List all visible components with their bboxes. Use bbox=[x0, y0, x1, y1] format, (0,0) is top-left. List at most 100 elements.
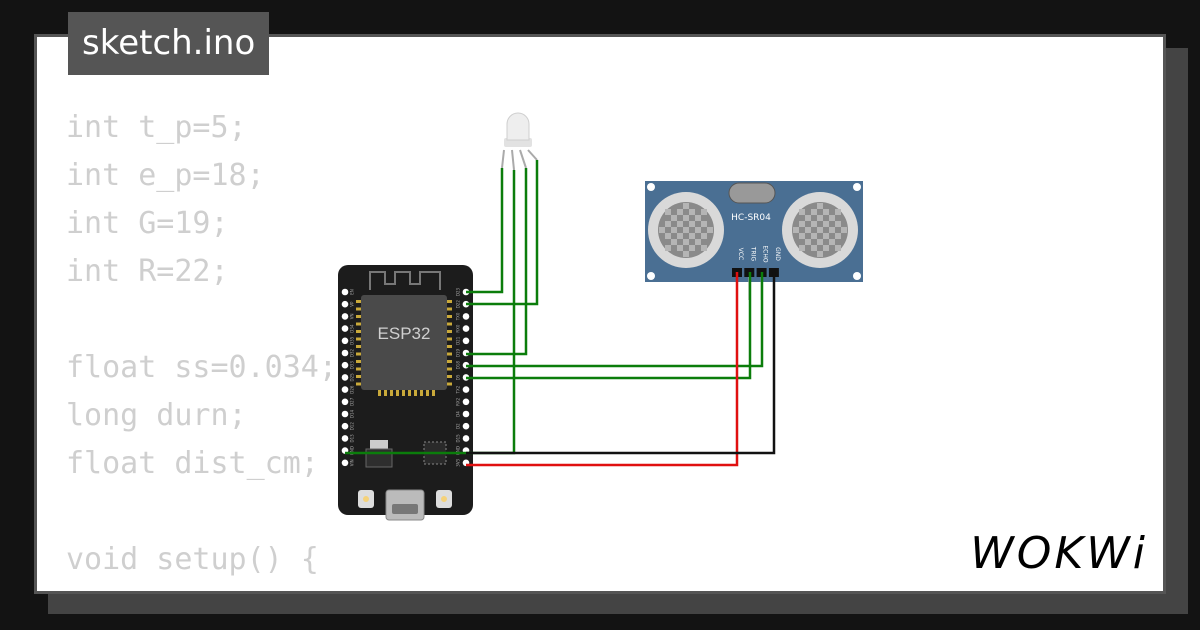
module-pin bbox=[384, 390, 387, 396]
mesh-cell bbox=[811, 245, 817, 251]
mesh-cell bbox=[701, 209, 707, 215]
pin-label: D34 bbox=[350, 324, 355, 333]
header-hole[interactable] bbox=[462, 410, 470, 418]
header-hole[interactable] bbox=[462, 422, 470, 430]
pin-label: D2 bbox=[456, 423, 461, 429]
code-line: void setup() { bbox=[66, 542, 319, 577]
pin-label: D25 bbox=[350, 373, 355, 382]
pin-label: D14 bbox=[350, 409, 355, 418]
module-pin bbox=[356, 300, 361, 303]
header-hole[interactable] bbox=[341, 422, 349, 430]
code-line: Serial.begin(115200); bbox=[66, 584, 481, 594]
pin-label: D18 bbox=[456, 361, 461, 370]
header-left bbox=[341, 288, 349, 467]
sensor-label: HC-SR04 bbox=[731, 213, 771, 223]
mesh-cell bbox=[799, 245, 805, 251]
mount-hole bbox=[647, 272, 655, 280]
module-pin bbox=[447, 337, 452, 341]
mesh-cell bbox=[671, 227, 677, 233]
wire-gnd bbox=[466, 272, 776, 455]
module-pin bbox=[426, 390, 429, 396]
header-hole[interactable] bbox=[341, 300, 349, 308]
header-hole[interactable] bbox=[341, 435, 349, 442]
pin-label: D26 bbox=[350, 385, 355, 394]
mesh-cell bbox=[677, 233, 683, 239]
pin-label: D21 bbox=[456, 336, 461, 345]
header-hole[interactable] bbox=[341, 337, 349, 345]
pin-label: GND bbox=[350, 446, 355, 455]
sensor-pin-label: ECHO bbox=[762, 245, 769, 262]
pin-label: TX0 bbox=[456, 312, 461, 321]
code-viewport: int t_p=5;int e_p=18;int G=19;int R=22;f… bbox=[34, 34, 1166, 594]
mesh-cell bbox=[835, 233, 841, 239]
code-preview: int t_p=5;int e_p=18;int G=19;int R=22;f… bbox=[66, 104, 481, 594]
mesh-cell bbox=[823, 233, 829, 239]
mesh-cell bbox=[671, 215, 677, 221]
rgb-led[interactable] bbox=[501, 112, 538, 171]
header-hole[interactable] bbox=[341, 374, 349, 381]
mesh-cell bbox=[799, 209, 805, 215]
mesh-cell bbox=[811, 209, 817, 215]
mesh-cell bbox=[811, 233, 817, 239]
module-pin bbox=[447, 315, 452, 318]
led-boot bbox=[363, 496, 369, 502]
led-leg bbox=[519, 149, 527, 169]
mesh-cell bbox=[665, 221, 671, 227]
module-pin bbox=[356, 360, 361, 363]
header-hole[interactable] bbox=[462, 313, 470, 320]
header-hole[interactable] bbox=[341, 361, 349, 369]
regulator-tab bbox=[370, 440, 388, 450]
mesh-cell bbox=[677, 245, 683, 251]
module-pin bbox=[447, 367, 452, 371]
mesh-cell bbox=[659, 227, 665, 233]
header-hole[interactable] bbox=[462, 398, 470, 406]
wire-led-to-d22 bbox=[466, 160, 539, 306]
header-hole[interactable] bbox=[341, 386, 349, 393]
header-hole[interactable] bbox=[462, 325, 470, 332]
module-pin bbox=[356, 345, 361, 348]
mesh-cell bbox=[829, 239, 835, 245]
led-leg bbox=[527, 149, 538, 161]
mount-hole bbox=[853, 183, 861, 191]
wire-vcc bbox=[466, 272, 739, 467]
header-hole[interactable] bbox=[462, 435, 470, 442]
mesh-cell bbox=[683, 251, 689, 257]
pin-label: D23 bbox=[456, 287, 461, 296]
regulator bbox=[365, 448, 393, 468]
module-pin bbox=[408, 390, 411, 396]
header-hole[interactable] bbox=[341, 459, 349, 467]
mesh-cell bbox=[835, 245, 841, 251]
module-pin bbox=[447, 307, 452, 311]
mount-hole bbox=[853, 272, 861, 280]
sensor-pin-label: TRIG bbox=[749, 246, 756, 262]
module-pin bbox=[447, 322, 452, 326]
usb-opening bbox=[392, 504, 418, 514]
header-hole[interactable] bbox=[341, 325, 349, 332]
wire-trig-to-d5 bbox=[466, 272, 752, 380]
header-hole[interactable] bbox=[341, 288, 349, 296]
file-tab[interactable]: sketch.ino bbox=[68, 12, 270, 75]
pin-label: VIN bbox=[350, 459, 355, 466]
sensor-pin-label: GND bbox=[774, 247, 781, 261]
pin-label: D5 bbox=[456, 374, 461, 380]
module-pin bbox=[447, 300, 452, 303]
led-leg bbox=[501, 149, 505, 169]
module-pin bbox=[432, 390, 435, 396]
pin-label: RX0 bbox=[456, 324, 461, 333]
header-hole[interactable] bbox=[341, 410, 349, 418]
antenna-trace bbox=[369, 271, 441, 290]
header-right bbox=[462, 288, 470, 467]
pin-label: VN bbox=[350, 314, 355, 320]
header-hole[interactable] bbox=[341, 398, 349, 406]
header-hole[interactable] bbox=[341, 313, 349, 320]
module-pin bbox=[447, 382, 452, 386]
header-hole[interactable] bbox=[462, 386, 470, 393]
header-hole[interactable] bbox=[341, 349, 349, 357]
code-line: int G=19; bbox=[66, 206, 229, 241]
module-pin bbox=[396, 390, 399, 396]
header-hole[interactable] bbox=[462, 337, 470, 345]
mesh-cell bbox=[665, 209, 671, 215]
